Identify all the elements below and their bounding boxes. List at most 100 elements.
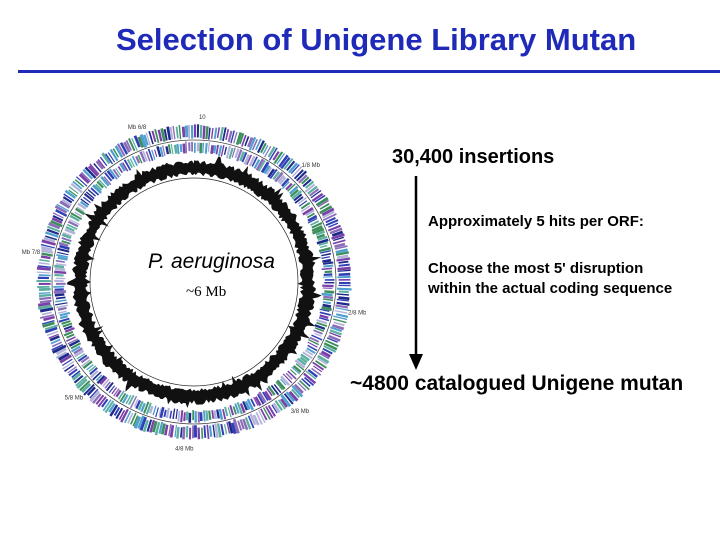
orf-segment [135,155,141,164]
orf-segment [239,419,245,430]
orf-segment [155,407,159,418]
orf-segment [182,143,186,154]
orf-segment [314,324,326,330]
orf-segment [177,410,181,422]
orf-segment [227,407,232,418]
orf-segment [280,398,288,408]
orf-segment [197,411,200,423]
orf-segment [272,402,281,414]
orf-segment [68,339,81,347]
orf-segment [311,192,324,202]
orf-segment [293,169,304,180]
orf-segment [38,274,51,277]
orf-segment [43,315,55,322]
orf-segment [174,424,178,438]
orf-segment [274,400,283,411]
orf-segment [59,244,70,250]
orf-segment [258,391,267,404]
orf-segment [142,419,149,433]
orf-segment [112,168,120,178]
orf-segment [323,295,334,300]
orf-segment [260,142,267,154]
orf-segment [328,222,339,228]
orf-segment [293,193,303,202]
orf-segment [77,202,87,210]
orf-segment [214,423,219,438]
orf-segment [127,412,134,424]
orf-segment [337,275,351,279]
orf-segment [172,125,176,140]
orf-segment [322,287,333,290]
orf-segment [158,421,164,434]
orf-segment [71,370,81,378]
orf-segment [322,276,333,278]
orf-segment [129,396,138,409]
orf-segment [254,396,262,407]
orf-segment [305,209,315,217]
orf-segment [264,390,272,401]
orf-segment [322,347,333,355]
orf-segment [51,343,64,351]
orf-segment [165,146,170,155]
orf-segment [218,408,224,421]
orf-segment [123,141,131,153]
orf-segment [114,145,124,158]
orf-segment [280,394,292,408]
orf-segment [179,144,183,153]
orf-segment [216,423,222,438]
orf-segment [203,410,206,422]
orf-segment [72,180,83,190]
orf-segment [288,390,299,402]
orf-segment [182,426,186,440]
orf-segment [181,126,186,138]
orf-segment [334,242,346,249]
orf-segment [194,124,197,138]
orf-segment [279,176,287,185]
orf-ring-inner [53,141,335,423]
orf-segment [273,151,284,165]
orf-segment [61,198,72,207]
orf-segment [62,322,73,328]
orf-segment [62,196,73,204]
orf-segment [82,168,94,180]
orf-segment [148,405,154,414]
orf-segment [37,276,49,280]
orf-segment [107,152,116,163]
orf-segment [160,128,166,142]
orf-segment [50,338,61,345]
orf-segment [269,168,278,179]
orf-segment [311,334,323,341]
orf-segment [56,304,69,309]
orf-segment [111,387,118,395]
orf-segment [95,183,103,191]
orf-segment [267,385,276,396]
scale-label: Mb 7/8 [22,250,41,256]
scale-label: Mb 6/8 [128,125,147,131]
orf-segment [248,136,257,151]
orf-segment [175,126,179,139]
orf-ring-outer [36,124,352,440]
orf-segment [236,149,243,162]
orf-segment [266,387,273,397]
orf-segment [40,243,55,249]
orf-segment [113,388,120,397]
orf-segment [298,380,310,391]
orf-segment [231,147,236,158]
orf-segment [294,196,304,204]
title-underline [18,70,720,73]
orf-segment [321,256,330,259]
orf-segment [53,285,65,288]
orf-segment [332,236,344,242]
orf-segment [145,132,151,146]
orf-segment [213,145,217,154]
orf-segment [300,353,311,362]
orf-segment [229,404,235,416]
orf-segment [54,280,64,282]
orf-segment [244,400,251,411]
orf-segment [287,183,296,192]
orf-segment [190,125,194,139]
orf-segment [246,398,255,411]
orf-segment [48,222,61,230]
orf-segment [180,427,183,438]
orf-segment [331,233,345,240]
